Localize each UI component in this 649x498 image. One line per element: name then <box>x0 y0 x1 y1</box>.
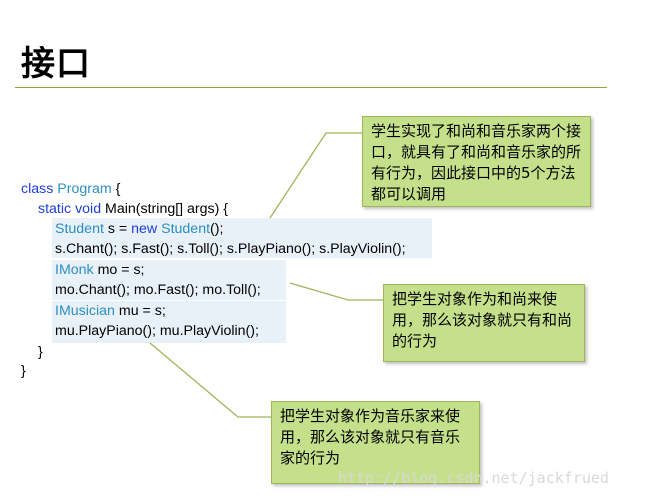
leader-top <box>269 132 362 219</box>
callout-middle: 把学生对象作为和尚来使用，那么该对象就只有和尚的行为 <box>383 284 585 362</box>
leader-middle <box>289 282 384 301</box>
title-divider <box>15 87 607 88</box>
code-highlight-student <box>52 218 432 258</box>
code-text: Main(string[] args) { <box>101 201 229 217</box>
code-text: { <box>111 181 121 197</box>
code-line-student-decl: Student s = new Student(); <box>55 220 223 238</box>
code-line-monk-calls: mo.Chant(); mo.Fast(); mo.Toll(); <box>55 282 261 298</box>
code-line-close-class: } <box>21 363 26 379</box>
code-line-close-method: } <box>38 344 43 360</box>
code-text: (); <box>210 221 224 237</box>
code-highlight-monk <box>52 260 286 300</box>
code-line-musician-calls: mu.PlayPiano(); mu.PlayViolin(); <box>55 323 259 339</box>
code-text: mu = s; <box>114 303 166 319</box>
keyword-void: void <box>75 201 102 217</box>
type-imusician: IMusician <box>55 303 115 319</box>
code-line-main: static void Main(string[] args) { <box>38 200 228 218</box>
code-text: mo = s; <box>93 262 145 278</box>
keyword-new: new <box>131 221 158 237</box>
code-line-student-calls: s.Chant(); s.Fast(); s.Toll(); s.PlayPia… <box>55 241 406 257</box>
type-student: Student <box>161 221 211 237</box>
type-program: Program <box>57 181 112 197</box>
code-text: s = <box>103 221 132 237</box>
type-student: Student <box>55 221 104 237</box>
type-imonk: IMonk <box>55 262 94 278</box>
keyword-class: class <box>21 181 54 197</box>
callout-bottom: 把学生对象作为音乐家来使用，那么该对象就只有音乐家的行为 <box>271 401 480 484</box>
slide-title: 接口 <box>21 44 91 84</box>
code-line-musician-decl: IMusician mu = s; <box>55 302 166 320</box>
callout-top: 学生实现了和尚和音乐家两个接口，就具有了和尚和音乐家的所有行为，因此接口中的5个… <box>362 116 591 207</box>
code-highlight-musician <box>52 301 286 343</box>
code-line-monk-decl: IMonk mo = s; <box>55 261 145 279</box>
keyword-static: static <box>38 201 72 217</box>
code-line-class: class Program { <box>21 180 120 198</box>
leader-bottom <box>149 342 272 418</box>
watermark: http://blog.csdn.net/jackfrued <box>338 469 609 487</box>
